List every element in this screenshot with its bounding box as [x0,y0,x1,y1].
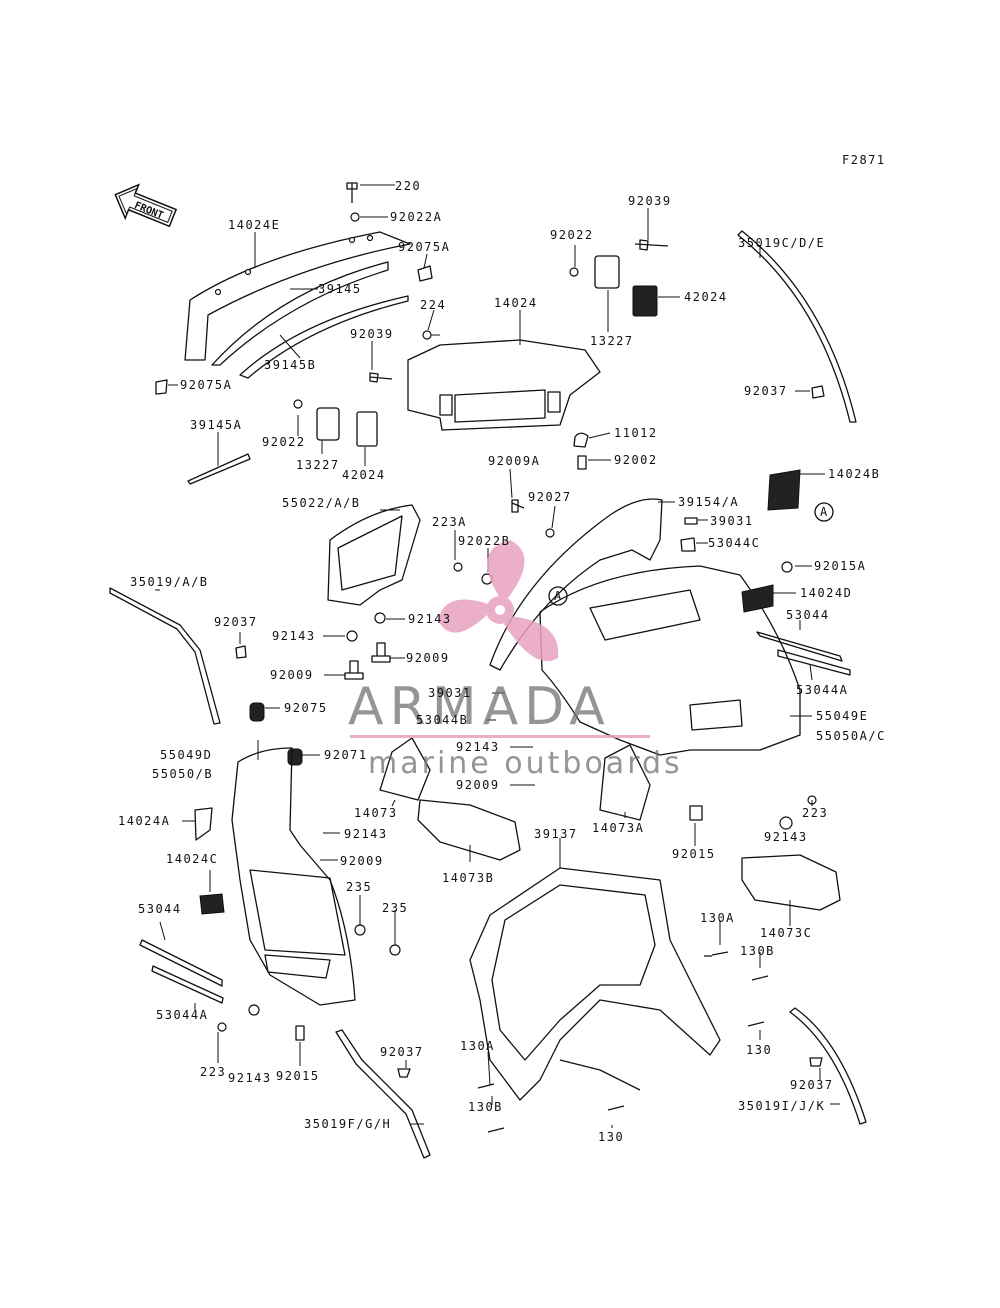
part-label: 92015A [814,559,866,573]
part-label: 39145A [190,418,242,432]
part-label: 92143 [764,830,808,844]
part-label: 39145 [318,282,362,296]
part-label: 92143 [408,612,452,626]
part-label: 14024B [828,467,880,481]
part-label: 35019/A/B [130,575,209,589]
part-label: 35019C/D/E [738,236,825,250]
part-label: 130 [746,1043,772,1057]
part-label: 14073A [592,821,644,835]
part-label: 92037 [790,1078,834,1092]
part-label: 92015 [672,847,716,861]
part-label: 53044A [156,1008,208,1022]
part-label: 92037 [744,384,788,398]
callout-a-right: A [820,505,829,519]
part-label: 53044C [708,536,760,550]
part-label: 53044A [796,683,848,697]
part-label: 14024A [118,814,170,828]
part-label: 39154/A [678,495,739,509]
watermark-rule [350,735,650,738]
part-label: 92071 [324,748,368,762]
part-label: 92009 [456,778,500,792]
part-label: 92143 [344,827,388,841]
part-label: 39145B [264,358,316,372]
part-label: 130A [700,911,735,925]
part-label: 53044B [416,713,468,727]
part-label: 92143 [456,740,500,754]
part-label: 223A [432,515,467,529]
part-label: 14073 [354,806,398,820]
part-labels: 220 92022A 14024E 92075A 39145 39145B 92… [118,179,886,1144]
part-label: 14073C [760,926,812,940]
part-label: 92009 [406,651,450,665]
part-label: 13227 [590,334,634,348]
part-label: 14024 [494,296,538,310]
part-label: 224 [420,298,446,312]
part-label: 55050/B [152,767,213,781]
part-label: 92143 [272,629,316,643]
part-label: 11012 [614,426,658,440]
propeller-logo-icon [438,540,559,662]
leader-lines [155,184,840,1128]
part-label: 92002 [614,453,658,467]
part-label: 92039 [628,194,672,208]
part-label: 39137 [534,827,578,841]
part-label: 235 [346,880,372,894]
part-label: 220 [395,179,421,193]
part-label: 92009A [488,454,540,468]
part-label: 130B [468,1100,503,1114]
part-label: 92075A [398,240,450,254]
part-label: 42024 [684,290,728,304]
part-label: 14024C [166,852,218,866]
watermark-tagline: marine outboards [368,746,683,781]
part-label: 92022 [262,435,306,449]
figure-code: F2871 [842,153,886,167]
part-label: 39031 [710,514,754,528]
part-label: 130 [598,1130,624,1144]
part-label: 35019I/J/K [738,1099,825,1113]
watermark: ARMADA marine outboards [348,540,683,781]
part-label: 55022/A/B [282,496,361,510]
part-label: 14024D [800,586,852,600]
part-label: 92009 [340,854,384,868]
part-label: 92037 [214,615,258,629]
part-label: 13227 [296,458,340,472]
part-label: 92009 [270,668,314,682]
part-label: 235 [382,901,408,915]
part-label: 92022B [458,534,510,548]
part-label: 14024E [228,218,280,232]
part-label: 92075 [284,701,328,715]
part-label: 92027 [528,490,572,504]
part-label: 92022 [550,228,594,242]
part-label: 53044 [138,902,182,916]
part-label: 92143 [228,1071,272,1085]
part-label: 39031 [428,686,472,700]
part-label: 35019F/G/H [304,1117,391,1131]
part-label: 130B [740,944,775,958]
front-arrow-icon: FRONT [114,183,178,228]
part-label: 55049E [816,709,868,723]
part-label: 92022A [390,210,442,224]
part-label: 55050A/C [816,729,886,743]
part-label: 130A [460,1039,495,1053]
part-label: 42024 [342,468,386,482]
watermark-brand: ARMADA [348,677,611,737]
callout-a-left: A [554,589,563,603]
part-label: 92037 [380,1045,424,1059]
part-label: 223 [200,1065,226,1079]
part-label: 55049D [160,748,212,762]
part-label: 53044 [786,608,830,622]
part-label: 92039 [350,327,394,341]
part-label: 223 [802,806,828,820]
part-drawings: A A [109,182,867,1159]
part-label: 92015 [276,1069,320,1083]
part-label: 14073B [442,871,494,885]
part-label: 92075A [180,378,232,392]
